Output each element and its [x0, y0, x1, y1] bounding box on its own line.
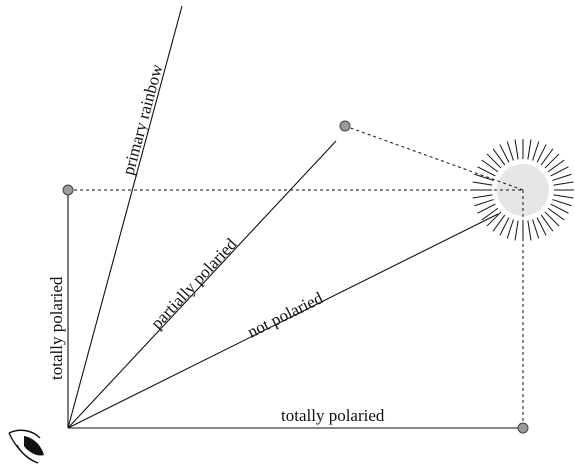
sun-ray [544, 211, 560, 227]
sun-ray [544, 153, 560, 169]
sun-ray [492, 214, 506, 232]
sun-ray [532, 141, 540, 161]
label-not-polarized: not polaried [244, 288, 326, 342]
sun-ray [552, 173, 572, 181]
sun-ray [472, 194, 493, 199]
sun-ray [472, 181, 493, 186]
sun-ray [477, 166, 496, 177]
sun-ray [536, 217, 547, 236]
label-totally-polarized-vertical: totally polaried [47, 276, 66, 380]
label-partially-polarized: partially polaried [147, 234, 241, 333]
sun-ray [547, 207, 565, 221]
sun-ray [481, 207, 499, 221]
sun-ray [506, 219, 514, 239]
marker-dot-top-left [62, 184, 74, 196]
sun-ray [532, 219, 540, 239]
sun-ray [506, 141, 514, 161]
primary-rainbow-ray [67, 5, 183, 429]
sun-ray [527, 220, 532, 241]
sun-ray [474, 173, 494, 181]
sun-ray [474, 199, 494, 207]
sun-ray [540, 148, 554, 166]
sun-ray [540, 214, 554, 232]
label-primary-rainbow: primary rainbow [119, 62, 167, 177]
label-totally-polarized-horizontal: totally polaried [281, 406, 385, 425]
sun-ray [550, 203, 569, 214]
sun-ray [486, 211, 502, 227]
eye-icon [8, 429, 44, 464]
sun-rays [472, 139, 574, 241]
sun-ray [536, 144, 547, 163]
sun-ray [486, 153, 502, 169]
sun-ray [552, 199, 572, 207]
marker-dot-top-center [339, 120, 351, 132]
sun-ray [550, 166, 569, 177]
sun-ray [499, 217, 510, 236]
dashed-diagonal-guide [344, 125, 524, 191]
sun-ray [553, 194, 574, 199]
partially-polarized-ray [67, 140, 337, 429]
sun-ray [481, 159, 499, 173]
sun-ray [514, 220, 519, 241]
marker-dot-bottom-right [517, 422, 529, 434]
sun-ray [477, 203, 496, 214]
sun-ray [499, 144, 510, 163]
sun-ray [514, 139, 519, 160]
sun-ray [492, 148, 506, 166]
sun-ray [527, 139, 532, 160]
sun-ray [547, 159, 565, 173]
not-polarized-ray [67, 213, 499, 429]
sun-ray [553, 181, 574, 186]
